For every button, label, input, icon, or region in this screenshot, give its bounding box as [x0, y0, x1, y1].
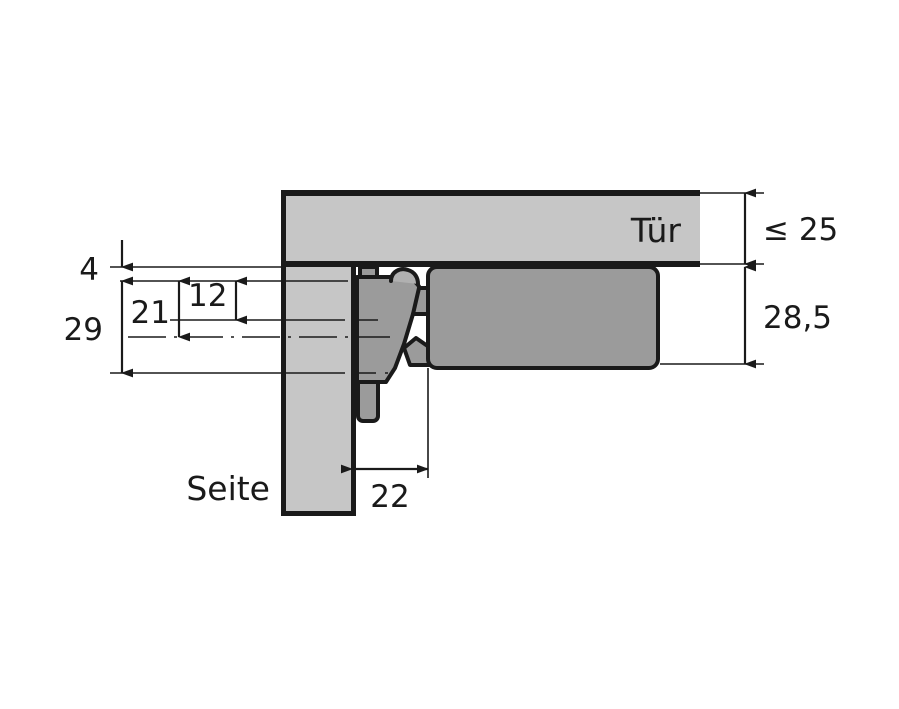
dimension-285-group: 28,5 — [660, 262, 832, 369]
side-panel-right-edge — [351, 267, 356, 516]
dimension-label-4: 4 — [79, 252, 99, 288]
hinge-linkage-lower — [402, 336, 431, 367]
dimension-21-group: 21 — [131, 276, 190, 342]
side-panel-left-edge — [281, 267, 286, 516]
hinge-group — [355, 265, 660, 423]
label-tuer: Tür — [630, 211, 682, 250]
door-panel-group — [281, 190, 700, 267]
dimension-4-group: 4 — [79, 240, 286, 288]
door-panel-bottom-edge — [281, 261, 700, 267]
hinge-arm — [426, 265, 660, 370]
dimension-label-max25: ≤ 25 — [763, 212, 838, 248]
hinge-dowel-pin — [356, 380, 380, 423]
door-panel-left-edge — [281, 190, 286, 267]
door-panel-top-edge — [281, 190, 700, 196]
dimension-12-group: 12 — [188, 276, 247, 325]
dimension-label-29: 29 — [64, 312, 103, 348]
dimension-29-group: 29 — [64, 276, 262, 378]
dimension-max25-group: ≤ 25 — [700, 188, 838, 269]
door-panel — [281, 190, 700, 266]
side-panel-bottom-edge — [281, 511, 356, 516]
centre-lines-group — [120, 280, 390, 374]
dimension-label-285: 28,5 — [763, 300, 832, 336]
dimension-22-group: 22 — [341, 368, 429, 515]
dimension-label-22: 22 — [370, 479, 409, 515]
dimension-label-21: 21 — [131, 295, 170, 331]
label-seite: Seite — [186, 469, 270, 508]
side-panel-group — [281, 267, 356, 516]
hinge-cup-boss — [389, 267, 420, 286]
dimension-label-12: 12 — [188, 278, 227, 314]
side-panel — [281, 267, 356, 516]
